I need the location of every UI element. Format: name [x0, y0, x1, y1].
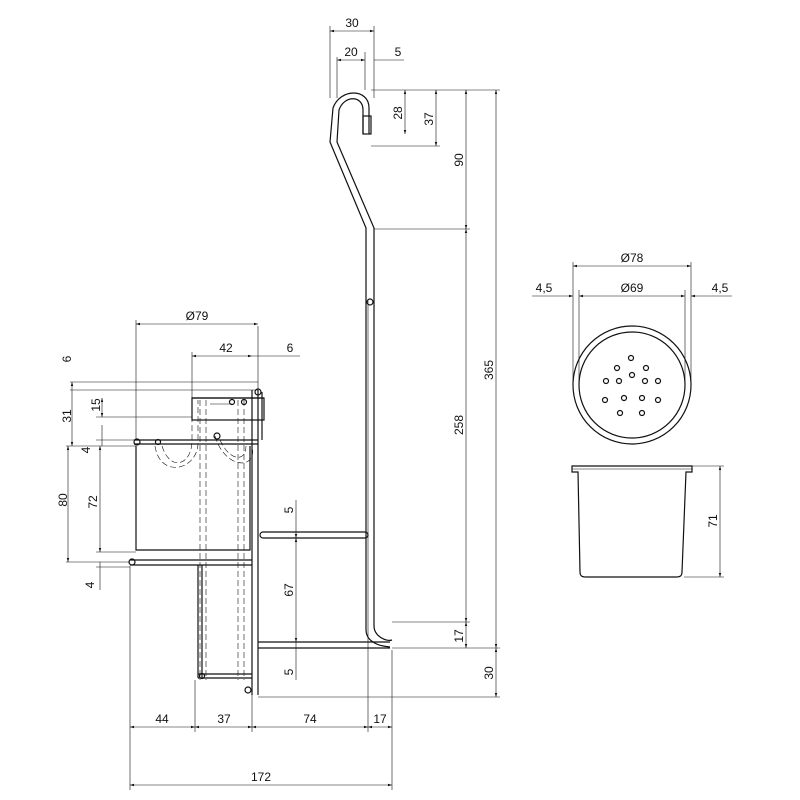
dim-hook-gap: 5 — [395, 45, 402, 59]
dim-shelf-5-top: 5 — [282, 506, 296, 513]
dim-cup-15: 15 — [89, 398, 103, 412]
dim-total-365: 365 — [482, 360, 496, 380]
dim-bottom-44: 44 — [155, 712, 169, 726]
hook — [329, 92, 391, 648]
cup-top-view — [532, 262, 732, 445]
dim-upper-90: 90 — [452, 153, 466, 167]
dim-top-d78: Ø78 — [621, 251, 644, 265]
dimension-labels: 30 20 5 28 37 90 365 258 17 30 Ø79 42 6 … — [56, 16, 729, 784]
dim-mid-258: 258 — [452, 415, 466, 435]
dim-cup-42: 42 — [219, 341, 233, 355]
extension-lines — [66, 26, 500, 790]
dim-bottom-17: 17 — [373, 712, 387, 726]
dim-hook-28: 28 — [391, 106, 405, 120]
dim-base-30: 30 — [482, 666, 496, 680]
dim-foot-17: 17 — [452, 629, 466, 643]
stand-frame — [244, 92, 393, 695]
hook-tip — [362, 115, 372, 135]
dim-cup-height-71: 71 — [706, 514, 720, 528]
dim-cup-6-right: 6 — [287, 341, 294, 355]
cup-side-view — [571, 465, 724, 578]
cup-holder — [128, 397, 265, 680]
dim-top-width: 30 — [345, 16, 359, 30]
clamp-block — [191, 397, 265, 421]
cup-side-outline — [571, 465, 693, 578]
cup-body — [135, 446, 251, 551]
dim-bottom-172: 172 — [251, 770, 271, 784]
post-foot — [244, 686, 252, 694]
rivet — [366, 298, 374, 306]
dim-bottom-74: 74 — [303, 712, 317, 726]
dim-hook-37: 37 — [422, 112, 436, 126]
dim-top-4-5-left: 4,5 — [536, 281, 553, 295]
dim-cup-80: 80 — [56, 493, 70, 507]
dim-bottom-37: 37 — [217, 712, 231, 726]
dim-cup-72: 72 — [86, 495, 100, 509]
dimension-lines — [66, 29, 498, 787]
dim-cup-31: 31 — [60, 409, 74, 423]
drain-holes — [601, 354, 662, 417]
dim-cup-4-bottom: 4 — [83, 581, 97, 588]
dim-cup-d79: Ø79 — [186, 309, 209, 323]
hook-inner — [336, 98, 393, 641]
dim-shelf-5-bottom: 5 — [282, 668, 296, 675]
dim-top-d69: Ø69 — [621, 281, 644, 295]
dim-shelf-67: 67 — [282, 583, 296, 597]
cup-outer-circle — [572, 325, 692, 445]
dim-hook-inner: 20 — [344, 45, 358, 59]
brush-bristle-b — [214, 435, 253, 464]
dim-cup-6-left: 6 — [60, 355, 74, 362]
dim-top-4-5-right: 4,5 — [712, 281, 729, 295]
cup-inner-circle — [578, 331, 686, 439]
brush-bristle-a — [154, 400, 199, 468]
shelf-rod — [259, 531, 369, 539]
dim-cup-4-top: 4 — [79, 446, 93, 453]
